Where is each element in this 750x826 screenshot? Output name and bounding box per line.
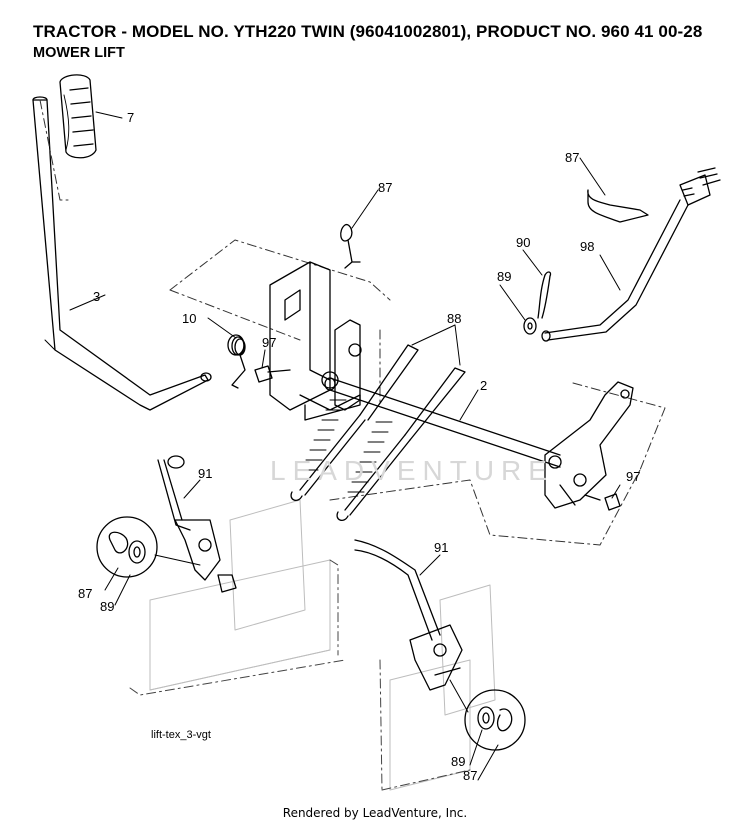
- dash-outline-left: [129, 559, 346, 696]
- callout-springs: 88: [447, 311, 461, 326]
- deck-frame-left: [149, 499, 331, 691]
- callout-labels: 7 3 87 87 90 98 89 10 97 88 2 97 91 91 8…: [78, 110, 640, 783]
- callout-washer-rod: 89: [497, 269, 511, 284]
- callout-hair-pin: 90: [516, 235, 530, 250]
- callout-rod: 98: [580, 239, 594, 254]
- callout-cotter-pin-rod: 87: [565, 150, 579, 165]
- callout-bolt-right: 97: [626, 469, 640, 484]
- lever-dash-line: [39, 99, 71, 201]
- watermark: LEADVENTURE: [270, 455, 554, 486]
- figure-code: lift-tex_3-vgt: [151, 729, 211, 741]
- callout-washer-left: 89: [100, 599, 114, 614]
- footer-credit: Rendered by LeadVenture, Inc.: [282, 806, 468, 820]
- lift-link-right: [354, 539, 463, 691]
- detail-circle-left: [96, 516, 201, 578]
- dash-outline-right: [379, 659, 471, 791]
- handle-grip: [59, 74, 97, 159]
- deck-frame-right: [389, 584, 496, 791]
- bracket-dash-outline: [169, 239, 666, 546]
- callout-cotter-pin-top: 87: [378, 180, 392, 195]
- callout-bolt-left: 97: [262, 335, 276, 350]
- cotter-pin-rod: [587, 189, 649, 223]
- callout-spring-small: 10: [182, 311, 196, 326]
- page-subtitle: MOWER LIFT: [33, 45, 125, 61]
- torsion-spring: [227, 334, 246, 389]
- bolt-left: [254, 365, 291, 383]
- leader-lines: [69, 111, 621, 781]
- callout-lift-lever: 3: [93, 289, 100, 304]
- washer-rod: [523, 317, 537, 335]
- cotter-pin-top: [340, 223, 361, 269]
- detail-circle-right: [449, 679, 526, 751]
- control-rod: [541, 167, 721, 342]
- lift-spring-right: [336, 367, 466, 521]
- bolt-right: [584, 493, 621, 511]
- callout-washer-right: 89: [451, 754, 465, 769]
- lift-link-left: [157, 455, 237, 593]
- callout-lift-shaft: 2: [480, 378, 487, 393]
- callout-lift-link-left: 91: [198, 466, 212, 481]
- callout-cotter-left: 87: [78, 586, 92, 601]
- hair-pin: [537, 271, 552, 319]
- callout-cotter-right: 87: [463, 768, 477, 783]
- lift-spring-left: [290, 344, 419, 501]
- page-title: TRACTOR - MODEL NO. YTH220 TWIN (9604100…: [33, 22, 703, 41]
- callout-lift-link-right: 91: [434, 540, 448, 555]
- callout-grip: 7: [127, 110, 134, 125]
- lift-lever-handle: [32, 96, 212, 411]
- lift-arm-right: [544, 381, 634, 509]
